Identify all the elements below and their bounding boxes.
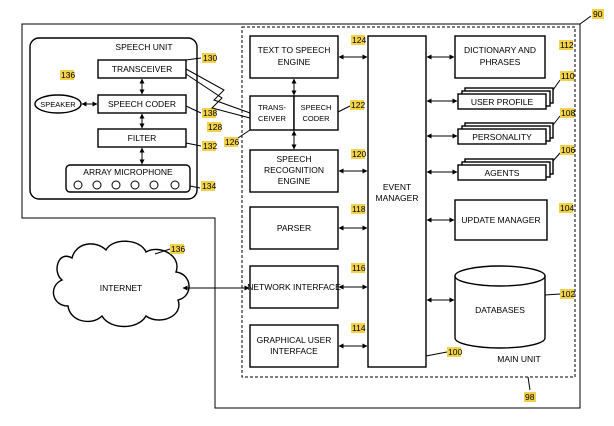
ref-122: 122	[351, 100, 365, 110]
gui-line2: INTERFACE	[270, 346, 318, 356]
parser-label: PARSER	[277, 223, 311, 233]
su-speech-coder-label: SPEECH CODER	[108, 99, 176, 109]
ref-124: 124	[352, 35, 366, 45]
ref-90: 90	[593, 9, 603, 19]
ref-112: 112	[560, 40, 574, 50]
mu-transceiver-line2: CEIVER	[258, 114, 287, 123]
ref-100: 100	[448, 347, 462, 357]
user-profile-label: USER PROFILE	[471, 97, 534, 107]
su-filter-label: FILTER	[128, 133, 157, 143]
ref-126-main: 126	[225, 137, 239, 147]
agents-label: AGENTS	[485, 168, 520, 178]
tts-line2: ENGINE	[278, 57, 311, 67]
mu-speech-coder-line1: SPEECH	[301, 103, 332, 112]
gui-line1: GRAPHICAL USER	[257, 335, 332, 345]
ref-128: 128	[208, 122, 222, 132]
su-array-microphone-label: ARRAY MICROPHONE	[83, 167, 173, 177]
ref-104: 104	[560, 203, 574, 213]
mu-transceiver-box	[250, 96, 294, 130]
mu-transceiver-line1: TRANS-	[258, 103, 286, 112]
main-unit-label: MAIN UNIT	[497, 354, 540, 364]
ref-102: 102	[561, 289, 575, 299]
ref-110: 110	[561, 71, 575, 81]
sr-line3: ENGINE	[278, 176, 311, 186]
ref-98: 98	[525, 392, 535, 402]
dictionary-line2: PHRASES	[480, 57, 521, 67]
ref-108: 108	[561, 108, 575, 118]
sr-line2: RECOGNITION	[264, 165, 324, 175]
ref-134: 134	[202, 181, 216, 191]
personality-label: PERSONALITY	[472, 132, 532, 142]
su-transceiver-label: TRANSCEIVER	[112, 64, 172, 74]
ref-118: 118	[352, 204, 366, 214]
ref-120: 120	[352, 149, 366, 159]
ref-138: 138	[203, 108, 217, 118]
ref-130: 130	[203, 53, 217, 63]
databases-label: DATABASES	[475, 305, 525, 315]
sr-line1: SPEECH	[277, 154, 312, 164]
update-manager-label: UPDATE MANAGER	[461, 215, 540, 225]
ref-132: 132	[203, 141, 217, 151]
speaker-label: SPEAKER	[40, 100, 76, 109]
ref-136-speaker: 136	[61, 70, 75, 80]
mu-speech-coder-box	[294, 96, 338, 130]
ref-106: 106	[561, 145, 575, 155]
speech-unit-title: SPEECH UNIT	[115, 42, 172, 52]
event-manager-line1: EVENT	[383, 182, 411, 192]
mu-speech-coder-line2: CODER	[302, 114, 330, 123]
network-interface-label: NETWORK INTERFACE	[247, 282, 341, 292]
internet-label: INTERNET	[100, 283, 143, 293]
ref-114: 114	[352, 323, 366, 333]
tts-line1: TEXT TO SPEECH	[258, 45, 331, 55]
dictionary-line1: DICTIONARY AND	[464, 45, 536, 55]
ref-136-internet: 136	[171, 244, 185, 254]
ref-116: 116	[352, 263, 366, 273]
event-manager-line2: MANAGER	[376, 193, 419, 203]
